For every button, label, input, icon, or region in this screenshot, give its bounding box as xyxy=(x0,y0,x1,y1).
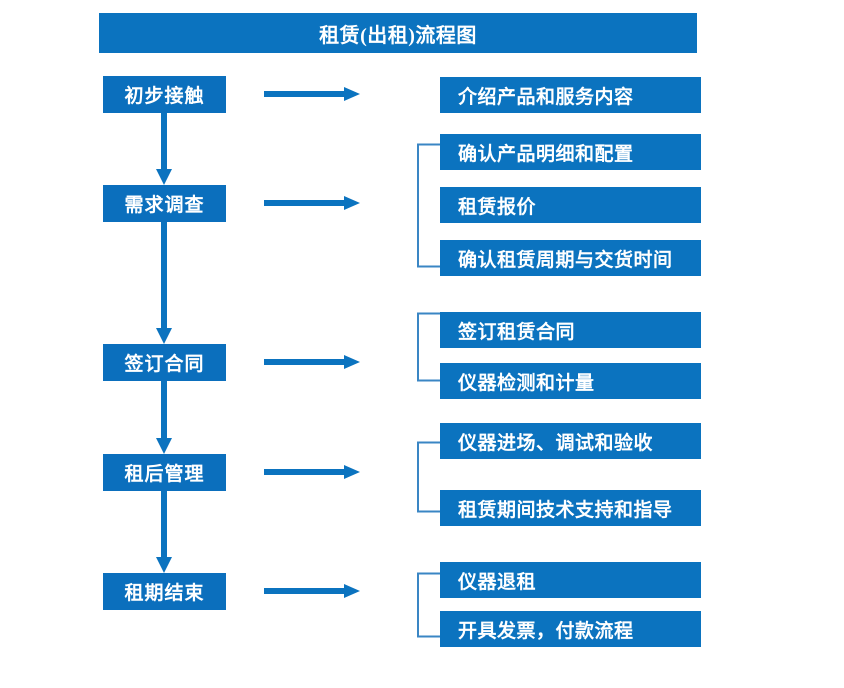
group-bracket-3 xyxy=(416,312,440,382)
stage-box-4[interactable]: 租后管理 xyxy=(103,454,226,491)
group-bracket-5 xyxy=(416,572,440,638)
detail-box-2-2[interactable]: 租赁报价 xyxy=(440,187,701,223)
group-bracket-2 xyxy=(416,143,440,268)
right-arrow-icon-2 xyxy=(264,196,360,210)
stage-box-1[interactable]: 初步接触 xyxy=(103,76,226,113)
down-arrow-icon-4 xyxy=(156,491,172,573)
stage-box-5[interactable]: 租期结束 xyxy=(103,573,226,610)
right-arrow-icon-1 xyxy=(264,87,360,101)
down-arrow-icon-3 xyxy=(156,381,172,454)
detail-box-5-2[interactable]: 开具发票，付款流程 xyxy=(440,611,701,647)
right-arrow-icon-4 xyxy=(264,465,360,479)
detail-box-4-1[interactable]: 仪器进场、调试和验收 xyxy=(440,423,701,459)
page-title: 租赁(出租)流程图 xyxy=(99,13,697,53)
stage-box-3[interactable]: 签订合同 xyxy=(103,344,226,381)
group-bracket-4 xyxy=(416,441,440,513)
stage-box-2[interactable]: 需求调查 xyxy=(103,185,226,222)
detail-box-2-1[interactable]: 确认产品明细和配置 xyxy=(440,134,701,170)
detail-box-2-3[interactable]: 确认租赁周期与交货时间 xyxy=(440,240,701,276)
detail-box-5-1[interactable]: 仪器退租 xyxy=(440,562,701,598)
detail-box-3-1[interactable]: 签订租赁合同 xyxy=(440,312,701,348)
detail-box-3-2[interactable]: 仪器检测和计量 xyxy=(440,363,701,399)
down-arrow-icon-1 xyxy=(156,113,172,185)
right-arrow-icon-3 xyxy=(264,355,360,369)
detail-box-4-2[interactable]: 租赁期间技术支持和指导 xyxy=(440,490,701,526)
detail-box-1-1[interactable]: 介绍产品和服务内容 xyxy=(440,77,701,113)
right-arrow-icon-5 xyxy=(264,584,360,598)
down-arrow-icon-2 xyxy=(156,222,172,344)
